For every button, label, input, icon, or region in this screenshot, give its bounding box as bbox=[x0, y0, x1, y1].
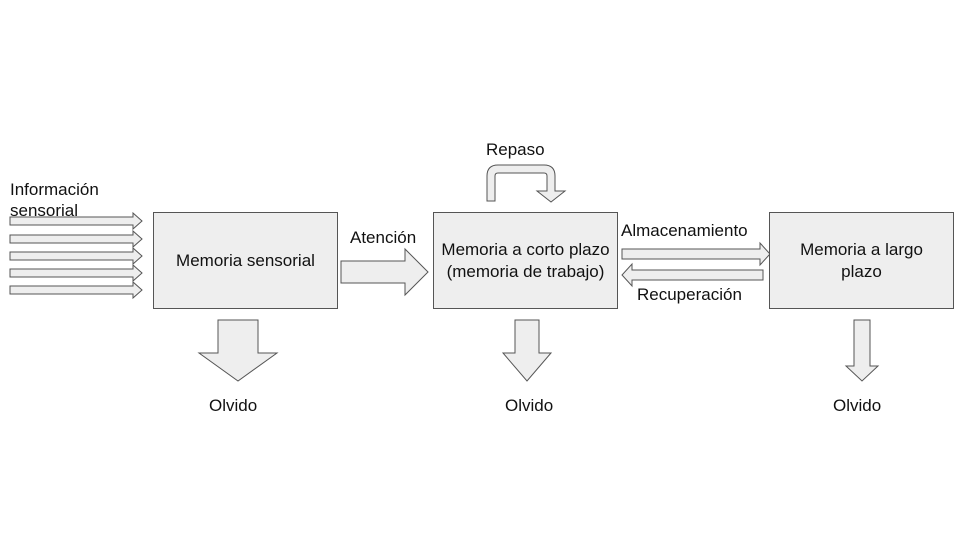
storage-arrow bbox=[621, 241, 771, 267]
rehearsal-arrow bbox=[486, 164, 567, 203]
input-arrow-1 bbox=[9, 211, 143, 231]
input-arrow-2 bbox=[9, 229, 143, 249]
long-term-memory-box: Memoria a largo plazo bbox=[769, 212, 954, 309]
retrieval-label: Recuperación bbox=[637, 285, 742, 304]
input-label-line1: Información bbox=[10, 180, 99, 199]
input-arrow-4 bbox=[9, 263, 143, 283]
attention-arrow bbox=[340, 247, 429, 297]
sensory-memory-label: Memoria sensorial bbox=[176, 250, 315, 270]
input-arrow-5 bbox=[9, 280, 143, 300]
short-term-memory-label: Memoria a corto plazo (memoria de trabaj… bbox=[441, 239, 610, 281]
forget-arrow-sensory bbox=[197, 319, 279, 382]
forget-arrow-short-term bbox=[501, 319, 553, 382]
short-term-memory-box: Memoria a corto plazo (memoria de trabaj… bbox=[433, 212, 618, 309]
retrieval-arrow bbox=[621, 262, 764, 288]
forget-label-sensory: Olvido bbox=[209, 396, 258, 415]
forget-label-long-term: Olvido bbox=[833, 396, 882, 415]
forget-label-short-term: Olvido bbox=[505, 396, 554, 415]
sensory-memory-box: Memoria sensorial bbox=[153, 212, 338, 309]
attention-label: Atención bbox=[350, 228, 417, 247]
input-label: Información sensorial bbox=[10, 179, 99, 221]
rehearsal-label: Repaso bbox=[486, 140, 545, 159]
long-term-memory-label: Memoria a largo plazo bbox=[800, 239, 923, 281]
input-label-line2: sensorial bbox=[10, 201, 79, 220]
input-arrow-3 bbox=[9, 246, 143, 266]
storage-label: Almacenamiento bbox=[621, 221, 748, 240]
forget-arrow-long-term bbox=[844, 319, 880, 382]
